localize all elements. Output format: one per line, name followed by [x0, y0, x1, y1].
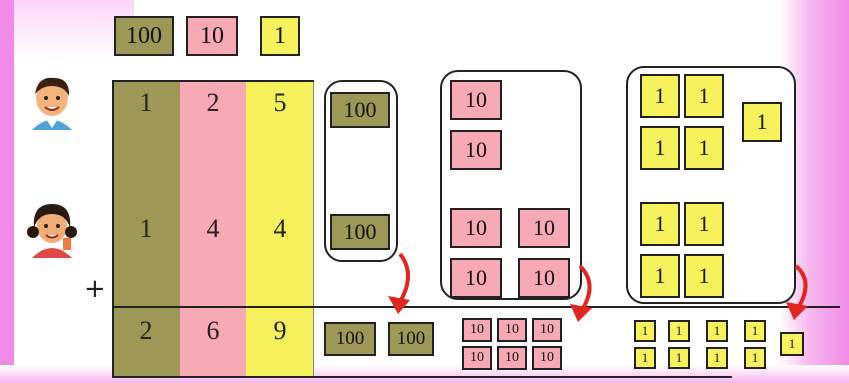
one-block: 1 [742, 102, 782, 142]
girl-icon [27, 204, 77, 258]
result-tens-digit: 6 [206, 316, 220, 345]
result-ten-block: 10 [532, 318, 562, 342]
table-bottom-line [112, 376, 732, 378]
row1-hundreds-digit: 1 [139, 88, 153, 117]
result-ten-block: 10 [532, 346, 562, 370]
result-one-block: 1 [668, 347, 690, 369]
ten-block: 10 [450, 130, 502, 170]
result-one-block: 1 [668, 320, 690, 342]
result-one-block: 1 [744, 347, 766, 369]
result-ones-digit: 9 [273, 316, 287, 345]
tens-carry-arrow [570, 264, 592, 322]
ten-block: 10 [518, 258, 570, 298]
hundred-block: 100 [330, 214, 390, 250]
one-block: 1 [684, 74, 724, 118]
ten-block: 10 [450, 208, 502, 248]
one-block: 1 [684, 202, 724, 246]
ones-carry-arrow [786, 264, 808, 320]
row1-ones-digit: 5 [273, 88, 287, 117]
one-block: 1 [640, 202, 680, 246]
row2-hundreds-digit: 1 [139, 214, 153, 243]
result-hundred-block: 100 [388, 322, 434, 356]
legend-one-block: 1 [260, 16, 300, 56]
result-hundred-block: 100 [324, 322, 376, 356]
legend-ten-block: 10 [186, 16, 238, 56]
hundred-block: 100 [330, 92, 390, 128]
boy-icon [32, 77, 72, 130]
result-one-block: 1 [744, 320, 766, 342]
result-ten-block: 10 [462, 318, 492, 342]
ten-block: 10 [450, 258, 502, 298]
row2-tens-digit: 4 [206, 214, 220, 243]
one-block: 1 [640, 126, 680, 170]
table-top-line [112, 80, 314, 82]
ten-block: 10 [450, 80, 502, 120]
plus-sign: + [84, 274, 106, 304]
sum-line [112, 306, 840, 308]
result-ten-block: 10 [497, 318, 527, 342]
result-one-block: 1 [634, 347, 656, 369]
hundreds-column [112, 80, 180, 377]
result-one-block: 1 [706, 347, 728, 369]
ten-block: 10 [518, 208, 570, 248]
row1-tens-digit: 2 [206, 88, 220, 117]
result-hundreds-digit: 2 [139, 316, 153, 345]
result-ten-block: 10 [497, 346, 527, 370]
legend-hundred-block: 100 [114, 16, 174, 56]
one-block: 1 [640, 254, 680, 298]
ones-column [246, 80, 314, 377]
hundreds-carry-arrow [388, 252, 410, 314]
result-one-block: 1 [706, 320, 728, 342]
row2-ones-digit: 4 [273, 214, 287, 243]
result-one-block: 1 [634, 320, 656, 342]
left-pink-border [0, 0, 14, 383]
one-block: 1 [640, 74, 680, 118]
tens-column [180, 80, 246, 377]
one-block: 1 [684, 126, 724, 170]
one-block: 1 [684, 254, 724, 298]
result-ten-block: 10 [462, 346, 492, 370]
result-one-block: 1 [780, 332, 804, 356]
